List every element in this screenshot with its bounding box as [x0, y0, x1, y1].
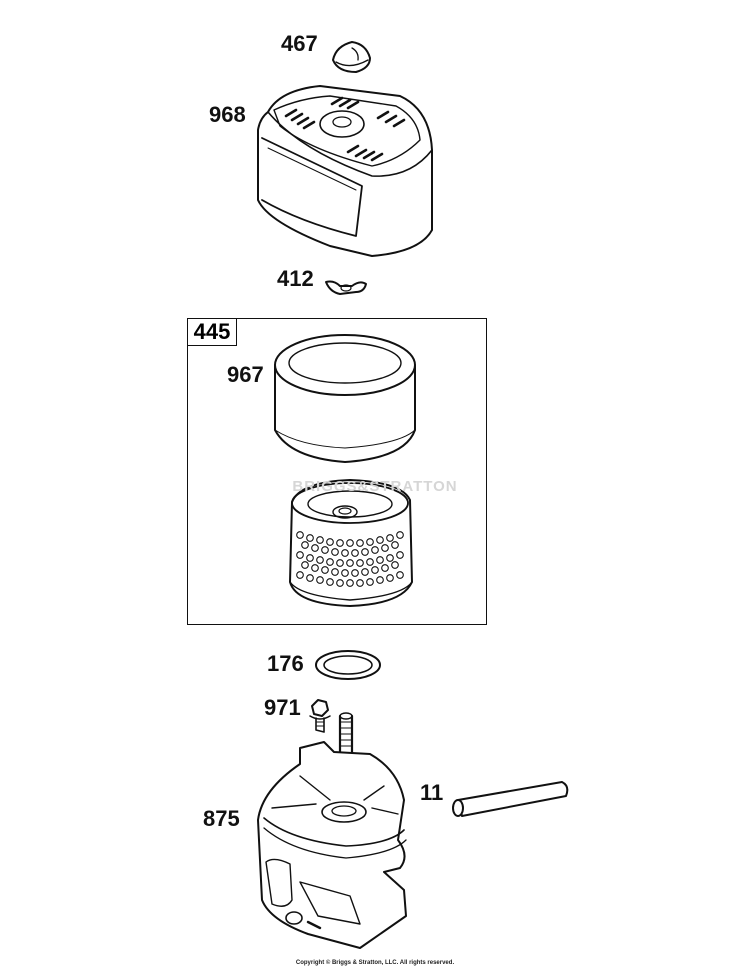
label-176[interactable]: 176: [267, 651, 304, 676]
label-875[interactable]: 875: [203, 806, 240, 831]
part-412-wingnut: [325, 280, 367, 295]
part-11-tube: [452, 781, 569, 817]
part-445-filter: [289, 479, 413, 607]
label-967[interactable]: 967: [227, 362, 264, 387]
label-971[interactable]: 971: [264, 695, 301, 720]
label-467[interactable]: 467: [281, 31, 318, 56]
part-967-precleaner: [274, 334, 416, 463]
copyright-footer: Copyright © Briggs & Stratton, LLC. All …: [295, 960, 455, 966]
label-412[interactable]: 412: [277, 266, 314, 291]
label-11[interactable]: 11: [420, 780, 444, 805]
part-176-gasket: [315, 650, 381, 680]
part-875-base: [257, 712, 407, 949]
watermark-logo: BRIGGS&STRATTON: [292, 478, 458, 495]
label-968[interactable]: 968: [209, 102, 246, 127]
filter-mesh: [296, 531, 404, 587]
kit-445-box: [187, 318, 487, 625]
label-445[interactable]: 445: [187, 318, 237, 346]
part-467-knob: [332, 41, 371, 73]
part-971-screw: [309, 699, 331, 733]
part-968-cover: [257, 85, 433, 257]
